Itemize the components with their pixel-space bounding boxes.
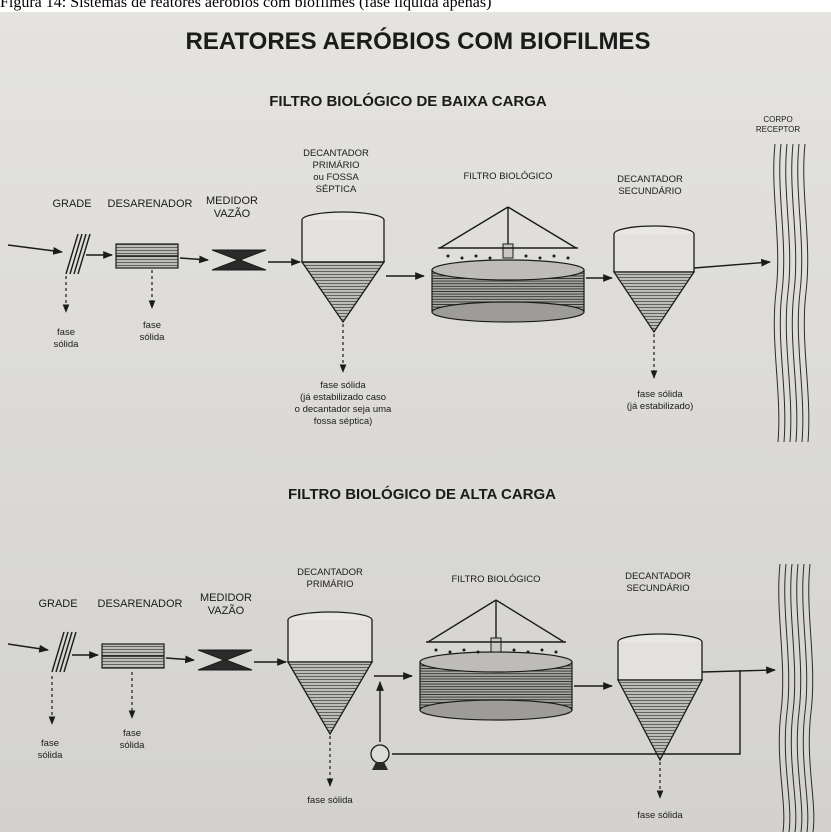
high-desarenador-unit [101,643,165,669]
low-grade-screen [65,233,91,275]
low-inflow-arrow [7,244,63,255]
corpo-receptor-label-2: RECEPTOR [756,125,801,134]
low-des-fase-1: fase [143,320,161,331]
high-inflow-arrow [7,643,49,653]
figure-caption: Figura 14: Sistemas de reatores aeróbios… [0,0,831,12]
high-arrow-2 [165,655,195,664]
diagram-sheet: REATORES AERÓBIOS COM BIOFILMES FILTRO B… [0,12,831,832]
low-biological-filter [431,206,585,323]
low-desarenador-label: DESARENADOR [108,198,193,210]
low-sec-fase-2: (já estabilizado) [627,401,694,412]
high-receiving-body [778,563,815,832]
process-diagram: REATORES AERÓBIOS COM BIOFILMES FILTRO B… [7,27,815,832]
low-grade-fase-1: fase [57,327,75,338]
high-recirculation-loop [370,670,741,770]
low-prim-fase-1: fase sólida [320,380,366,391]
high-medidor-label-2: VAZÃO [208,604,245,617]
low-receiving-body [773,143,810,443]
low-primary-decanter [300,211,386,324]
low-decant-prim-label-3: ou FOSSA [313,172,359,183]
low-decant-sec-label-1: DECANTADOR [617,174,683,185]
high-grade-label: GRADE [38,598,77,610]
low-prim-fase-3: o decantador seja uma [295,404,392,415]
main-title: REATORES AERÓBIOS COM BIOFILMES [186,27,651,55]
low-flow-meter [211,249,267,271]
low-desarenador-unit [115,243,179,269]
high-grade-fase-1: fase [41,738,59,749]
high-sec-fase: fase sólida [637,810,683,821]
high-decant-sec-label-1: DECANTADOR [625,571,691,582]
low-grade-fase-2: sólida [54,339,80,350]
corpo-receptor-label-1: CORPO [763,115,792,124]
low-prim-fase-2: (já estabilizado caso [300,392,386,403]
low-des-fase-2: sólida [140,332,166,343]
high-des-fase-1: fase [123,728,141,739]
high-decant-prim-label-1: DECANTADOR [297,567,363,578]
high-filtro-label: FILTRO BIOLÓGICO [451,574,540,585]
high-grade-fase-2: sólida [38,750,64,761]
low-medidor-label-1: MEDIDOR [206,195,258,207]
low-sec-fase-1: fase sólida [637,389,683,400]
high-decant-prim-label-2: PRIMÁRIO [307,579,354,590]
low-grade-label: GRADE [52,198,91,210]
high-secondary-decanter [616,633,704,762]
high-primary-decanter [286,611,374,736]
low-arrow-6 [693,258,771,269]
low-secondary-decanter [612,225,696,334]
low-medidor-label-2: VAZÃO [214,207,251,220]
low-arrow-2 [179,255,209,264]
high-desarenador-label: DESARENADOR [98,598,183,610]
low-prim-fase-4: fossa séptica) [314,416,373,427]
high-biological-filter [419,599,573,721]
low-decant-prim-label-2: PRIMÁRIO [313,160,360,171]
high-medidor-label-1: MEDIDOR [200,592,252,604]
low-filtro-label: FILTRO BIOLÓGICO [463,171,552,182]
low-decant-sec-label-2: SECUNDÁRIO [618,186,681,197]
high-load-heading: FILTRO BIOLÓGICO DE ALTA CARGA [288,485,556,503]
low-load-heading: FILTRO BIOLÓGICO DE BAIXA CARGA [269,92,547,110]
high-des-fase-2: sólida [120,740,146,751]
low-decant-prim-label-4: SÉPTICA [316,184,357,195]
high-prim-fase: fase sólida [307,795,353,806]
high-arrow-6 [701,666,776,675]
high-flow-meter [197,649,253,671]
low-decant-prim-label-1: DECANTADOR [303,148,369,159]
high-decant-sec-label-2: SECUNDÁRIO [626,583,689,594]
high-grade-screen [51,631,77,673]
